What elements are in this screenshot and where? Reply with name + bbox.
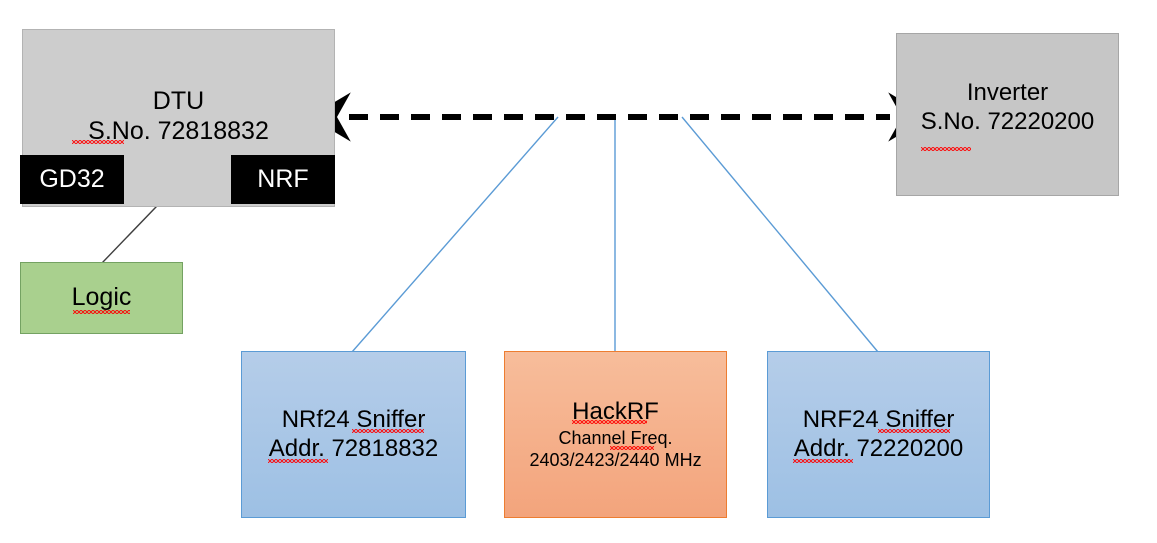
sniffer-left-title: NRf24 Sniffer [281, 406, 426, 434]
inverter-title: Inverter [966, 79, 1049, 107]
inverter-serial: S.No. 72220200 [920, 107, 1095, 135]
logic-node[interactable]: Logic [20, 262, 183, 334]
sniffer-right-node[interactable]: NRF24 Sniffer Addr. 72220200 [767, 351, 990, 518]
hackrf-node[interactable]: HackRF Channel Freq. 2403/2423/2440 MHz [504, 351, 727, 518]
hackrf-freq-label: 2403/2423/2440 MHz [529, 449, 702, 470]
sniffer-right-addr: Addr. 72220200 [793, 434, 964, 462]
tap-line-sniffer-right [681, 116, 879, 353]
logic-label: Logic [71, 283, 132, 312]
dtu-title: DTU [152, 87, 205, 115]
tap-lines [351, 116, 879, 353]
gd32-label: GD32 [39, 165, 105, 193]
tap-line-sniffer-left [351, 116, 559, 353]
sniffer-left-node[interactable]: NRf24 Sniffer Addr. 72818832 [241, 351, 466, 518]
sniffer-right-title: NRF24 Sniffer [802, 406, 955, 434]
nrf-node[interactable]: NRF [231, 155, 335, 204]
gd32-node[interactable]: GD32 [20, 155, 124, 204]
hackrf-channel-label: Channel Freq. [558, 428, 673, 449]
nrf-label: NRF [257, 165, 309, 193]
sniffer-left-addr: Addr. 72818832 [268, 434, 439, 462]
inverter-node[interactable]: Inverter S.No. 72220200 [896, 33, 1119, 196]
hackrf-title: HackRF [572, 398, 659, 426]
dtu-serial: S.No. 72818832 [88, 116, 269, 145]
